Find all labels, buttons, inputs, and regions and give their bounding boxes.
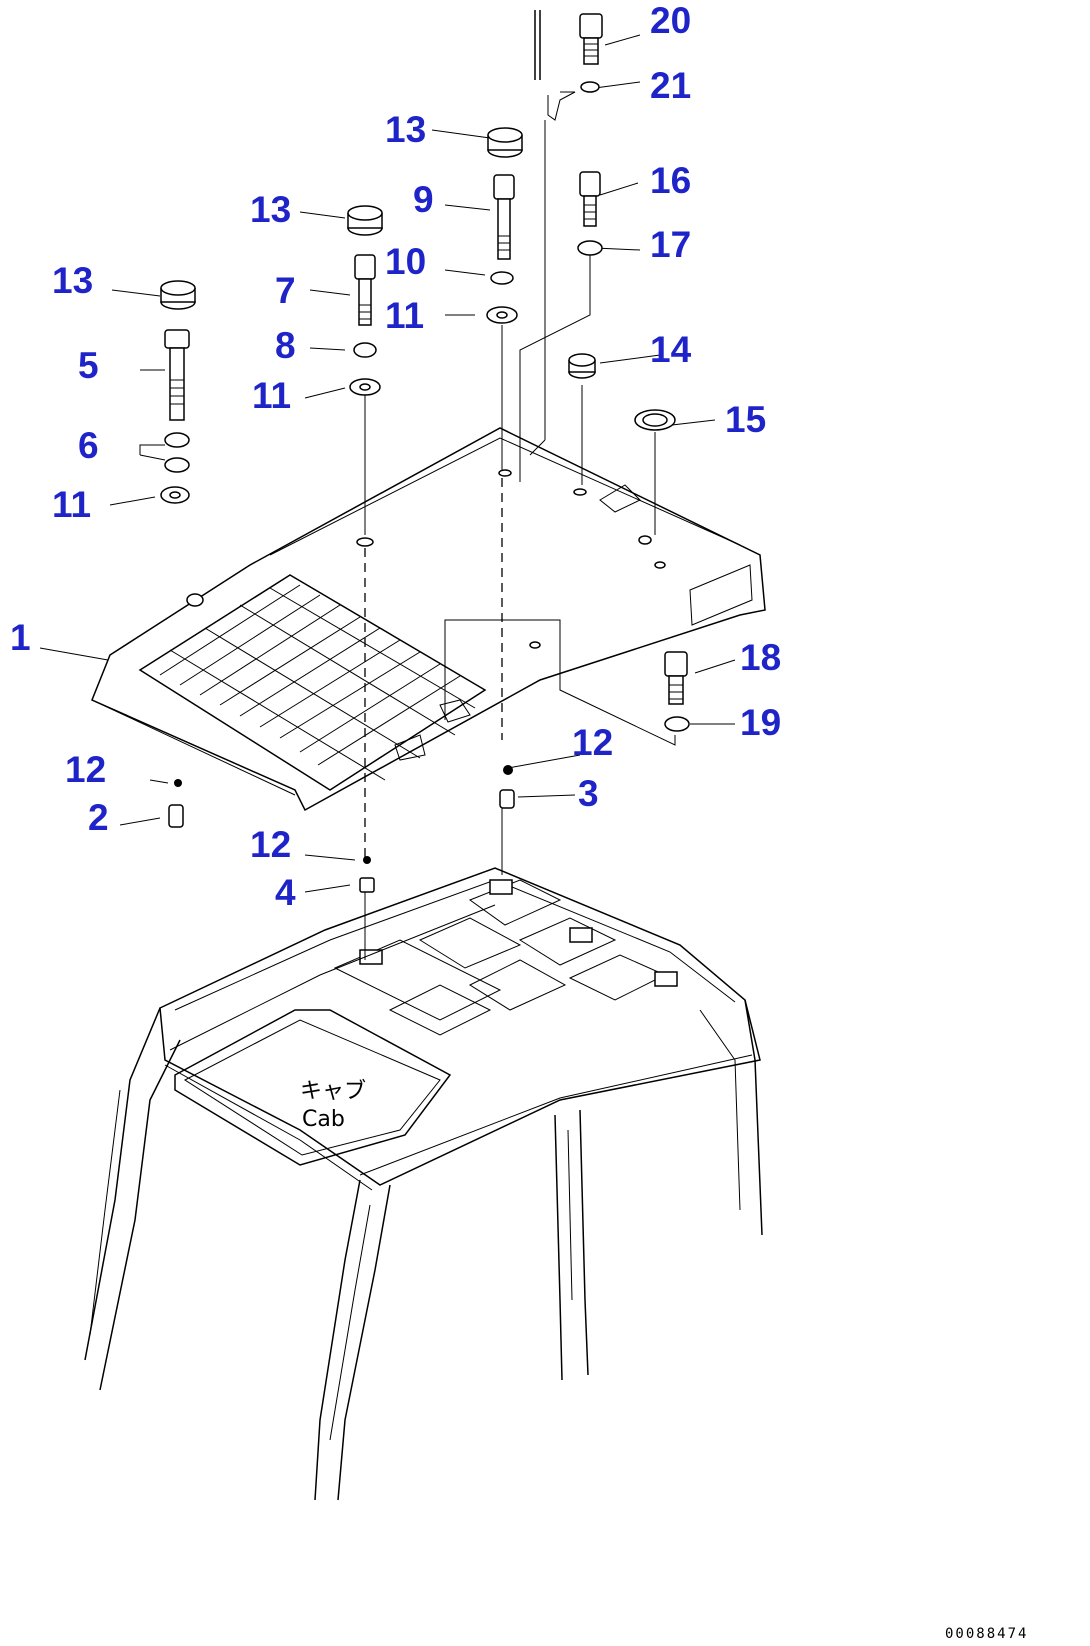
callout-6: 6	[78, 425, 99, 466]
part-7-bolt	[354, 254, 376, 326]
cab-body	[84, 867, 763, 1501]
part-13-plug	[347, 205, 383, 236]
callout-12-right: 12	[572, 722, 613, 763]
leader-lines	[39, 10, 736, 960]
callout-14: 14	[650, 329, 692, 370]
part-6-washer	[164, 432, 190, 448]
part-3-spacer	[499, 789, 515, 809]
callout-3: 3	[578, 773, 599, 814]
hardware	[160, 13, 690, 893]
part-11-washer	[349, 378, 381, 396]
cab-label-japanese: キャブ	[300, 1079, 366, 1104]
part-17-washer	[577, 240, 603, 256]
callout-2: 2	[88, 797, 109, 838]
callout-12-left: 12	[65, 749, 106, 790]
part-18-bolt	[664, 651, 688, 705]
callout-11-middle: 11	[252, 375, 291, 416]
callout-17: 17	[650, 224, 691, 265]
part-11-washer	[160, 486, 190, 504]
part-6-washer	[164, 457, 190, 473]
part-19-washer	[664, 716, 690, 732]
callout-20: 20	[650, 0, 691, 41]
callout-4: 4	[275, 872, 296, 913]
part-11-washer	[486, 306, 518, 324]
callout-13-left: 13	[52, 260, 93, 301]
callout-11-right: 11	[385, 295, 424, 336]
part-20-bolt	[579, 13, 603, 65]
part-9-bolt	[493, 174, 515, 260]
roof-cover-part-1	[91, 427, 766, 812]
part-14-grommet	[568, 353, 596, 379]
part-13-plug	[487, 127, 523, 158]
callout-21: 21	[650, 65, 691, 106]
part-8-washer	[353, 342, 377, 358]
callout-13-middle: 13	[250, 189, 291, 230]
callout-15: 15	[725, 399, 766, 440]
part-2-spacer	[168, 804, 184, 828]
part-4-spacer	[359, 877, 375, 893]
part-12-pin	[174, 779, 182, 787]
callout-8: 8	[275, 325, 296, 366]
callout-18: 18	[740, 637, 781, 678]
part-12-pin	[503, 765, 513, 775]
drawing-code: 00088474	[945, 1626, 1028, 1642]
callout-16: 16	[650, 160, 691, 201]
part-12-pin	[363, 856, 371, 864]
callout-12-bottom: 12	[250, 824, 291, 865]
part-21-washer	[580, 81, 600, 93]
cab-label-english: Cab	[302, 1107, 345, 1132]
part-10-washer	[490, 271, 514, 285]
callout-1: 1	[10, 617, 31, 658]
part-13-plug	[160, 280, 196, 310]
callouts: 20 21 13 9 10 11 13 7 8 11 13 5 6 11 16 …	[10, 0, 781, 913]
roof-grille	[138, 574, 487, 791]
callout-11-left: 11	[52, 484, 91, 525]
callout-13-top: 13	[385, 109, 426, 150]
callout-5: 5	[78, 345, 99, 386]
callout-19: 19	[740, 702, 781, 743]
part-16-bolt	[579, 171, 601, 227]
callout-9: 9	[413, 179, 434, 220]
callout-7: 7	[275, 270, 296, 311]
part-5-bolt	[164, 329, 190, 421]
part-15-cap	[634, 409, 676, 431]
callout-10: 10	[385, 241, 426, 282]
